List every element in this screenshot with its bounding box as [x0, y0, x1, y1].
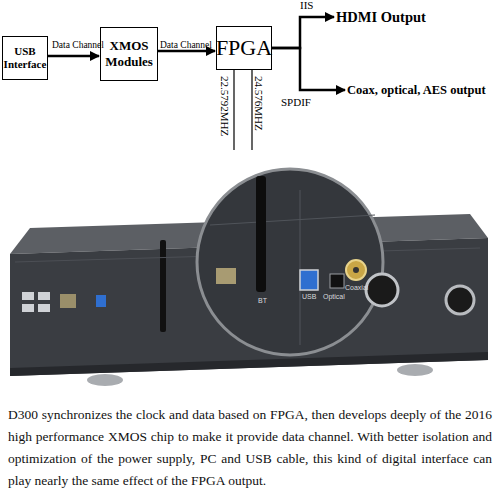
node-text: HDMI Output	[336, 10, 426, 25]
port-label: BT	[258, 297, 267, 304]
usb-b-port	[300, 270, 318, 290]
data-arrow	[272, 17, 334, 48]
zoom-circle	[197, 169, 383, 355]
port-label: Coaxial	[345, 284, 368, 291]
coaxial-jack	[346, 260, 366, 280]
ethernet-port	[216, 268, 236, 284]
edge-label: Data Channel	[52, 40, 104, 50]
clock-frequency: 24.576MHZ	[253, 76, 264, 131]
volume-knob	[366, 274, 398, 306]
node-text: XMOS Modules	[101, 38, 157, 69]
device-foot	[87, 374, 123, 386]
coaxial-pin	[353, 267, 359, 273]
panel-line	[210, 215, 375, 225]
edge-label: SPDIF	[281, 96, 311, 108]
node-text: Coax, optical, AES output	[347, 84, 486, 97]
device-foot	[397, 364, 433, 376]
clock-line	[251, 70, 252, 150]
antenna	[256, 176, 266, 292]
ethernet-port	[60, 294, 76, 308]
edge-label: Data Channel	[160, 40, 212, 50]
usb-port	[38, 292, 50, 300]
volume-knob	[446, 286, 474, 314]
port-label: USB	[302, 293, 316, 300]
process-box: FPGA	[216, 26, 272, 70]
clock-line	[233, 70, 234, 150]
data-arrow	[272, 48, 345, 90]
optical-port	[330, 274, 344, 288]
output-node: HDMI Output	[336, 6, 486, 28]
edge-label: IIS	[300, 0, 313, 11]
usb-b-port	[96, 295, 106, 307]
clock-frequency: 22.5792MHZ	[219, 76, 230, 136]
panel-line	[300, 190, 301, 345]
usb-port	[22, 304, 34, 312]
usb-port	[38, 304, 50, 312]
node-text: USB Interface	[3, 45, 47, 70]
process-box: XMOS Modules	[100, 27, 158, 81]
process-box: USB Interface	[2, 36, 48, 80]
usb-port	[22, 292, 34, 300]
data-arrow	[158, 50, 215, 53]
port-label: Optical	[323, 293, 345, 300]
node-text: FPGA	[216, 37, 272, 59]
data-arrow	[48, 55, 99, 58]
antenna	[160, 240, 166, 332]
chassis-bottom-edge	[10, 352, 488, 376]
output-node: Coax, optical, AES output	[347, 79, 500, 101]
caption-text: D300 synchronizes the clock and data bas…	[8, 404, 492, 492]
